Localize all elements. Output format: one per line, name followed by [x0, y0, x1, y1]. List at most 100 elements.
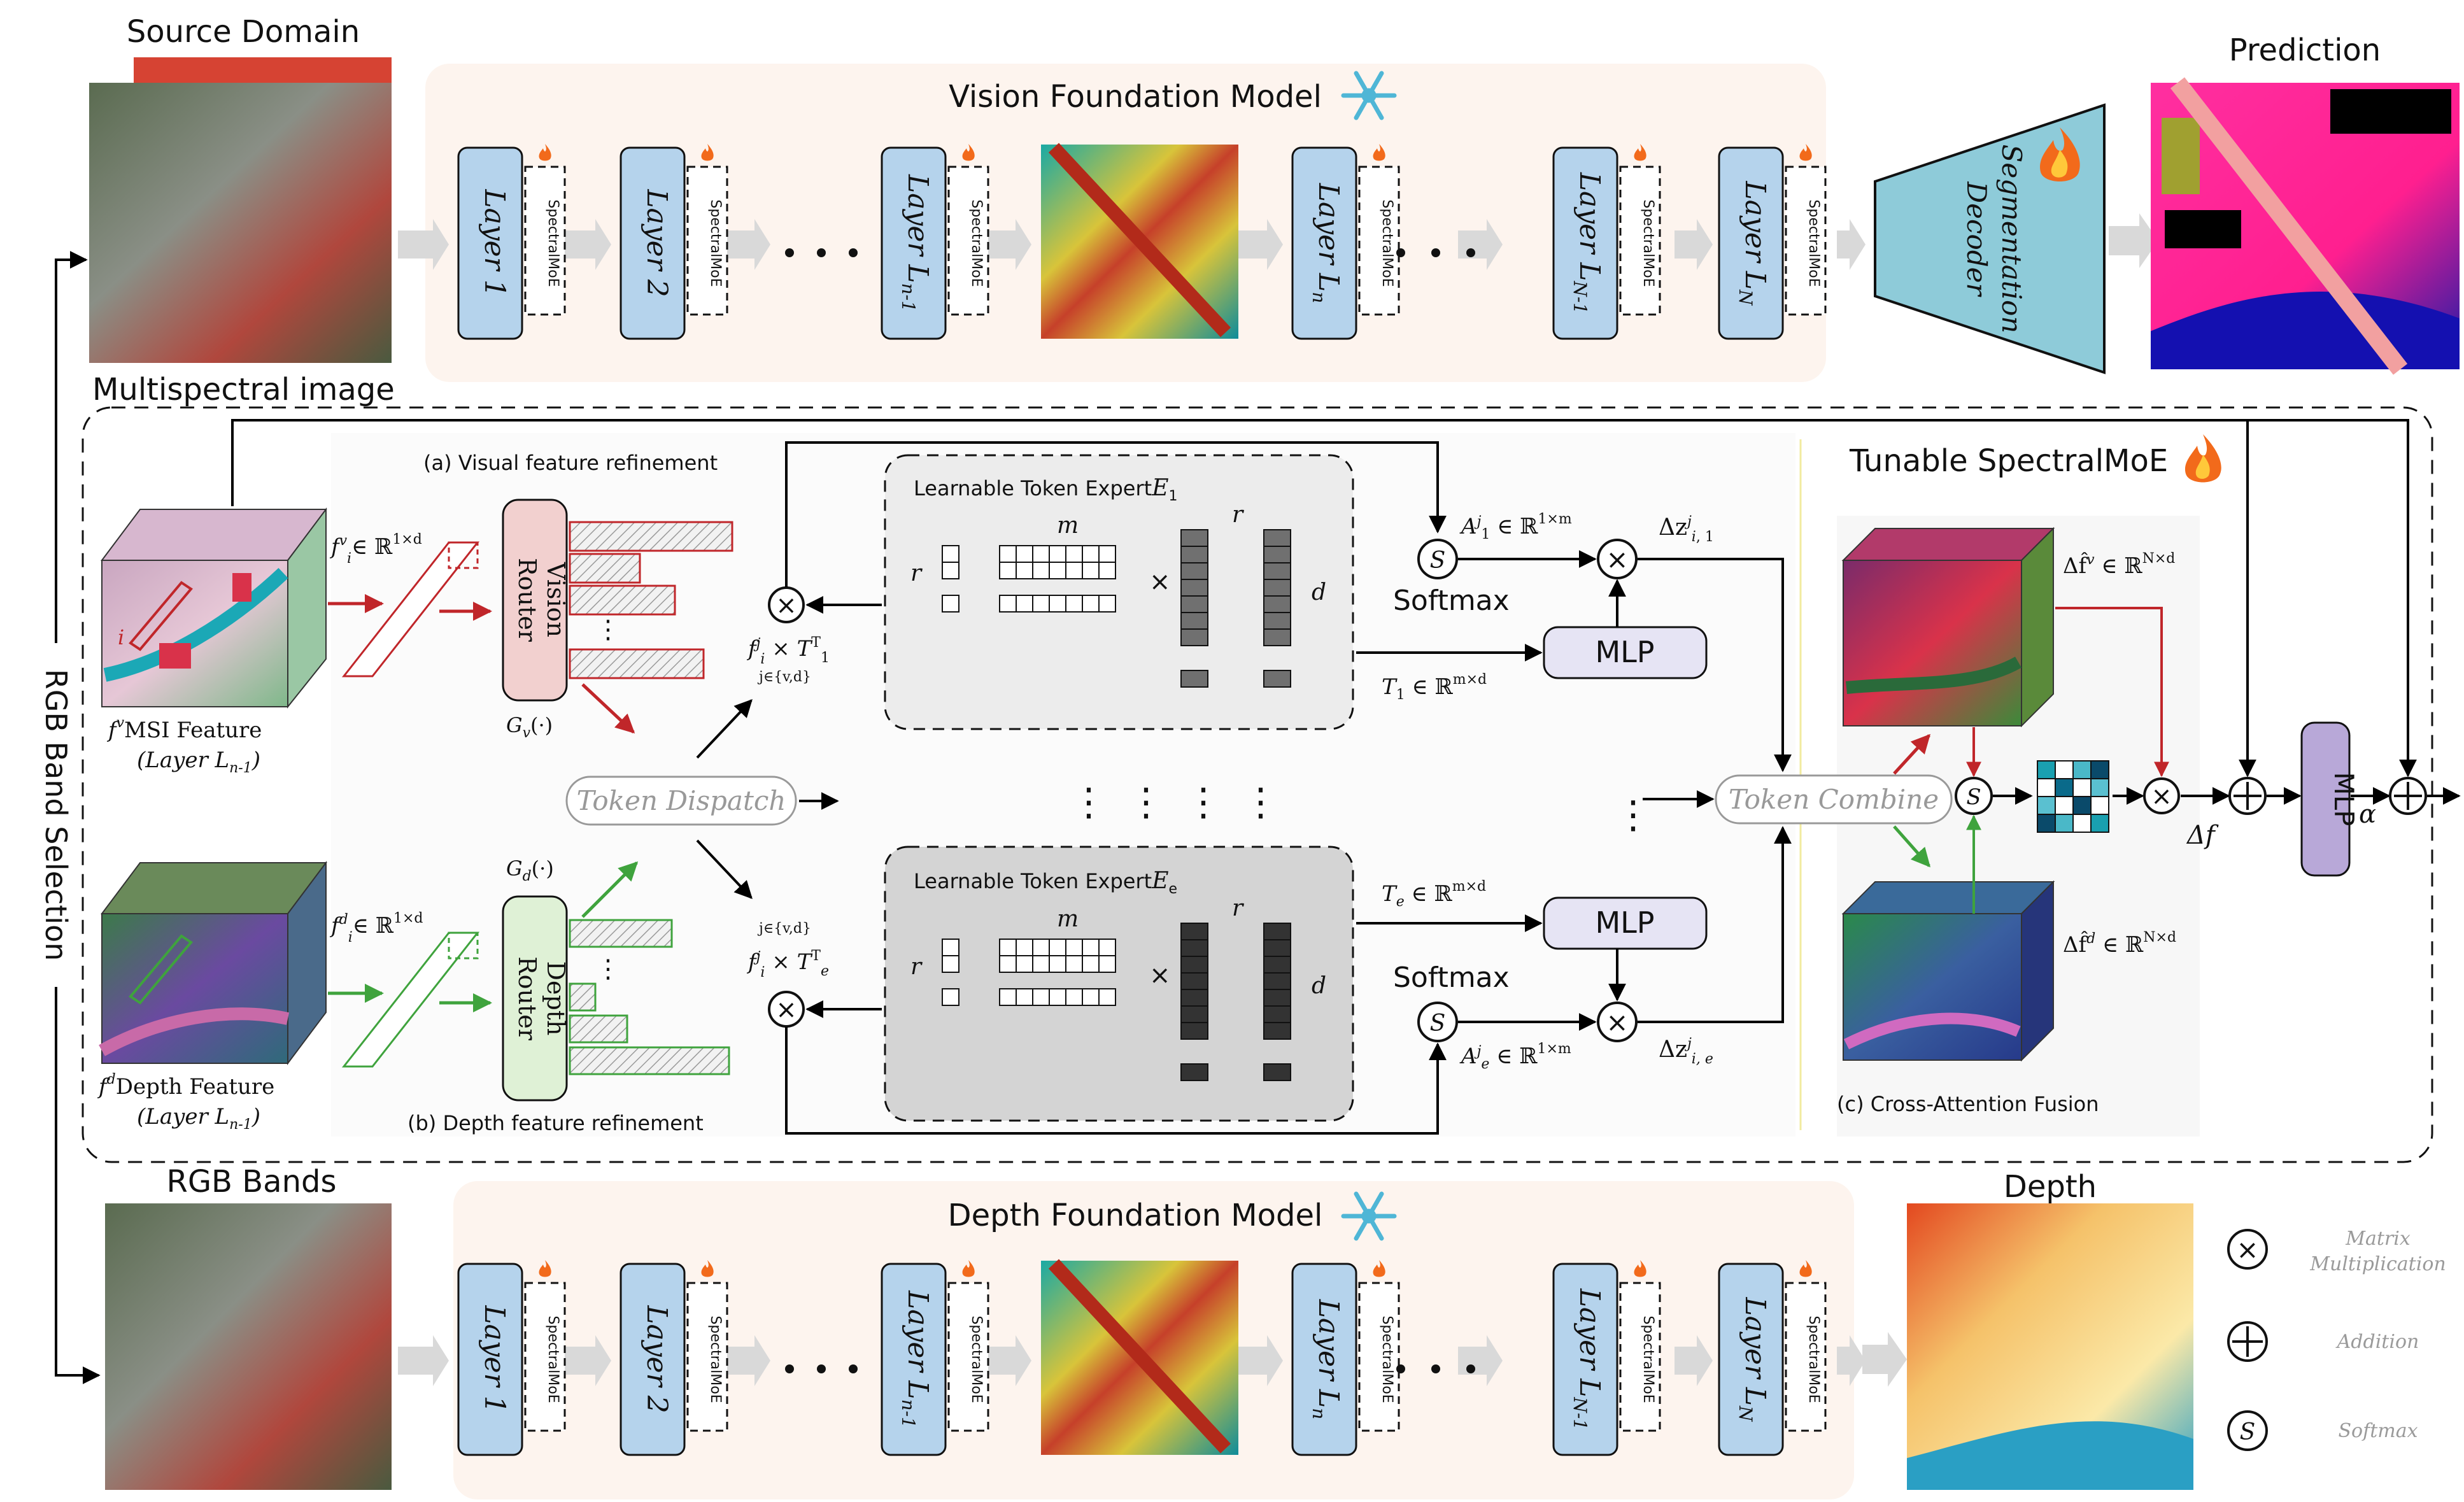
token-cell	[1065, 595, 1083, 613]
token-cell	[1263, 1022, 1291, 1040]
alpha-label: α	[2359, 800, 2376, 829]
legend-softmax-glyph: S	[2240, 1419, 2256, 1445]
decoder-label-2: Decoder	[1961, 181, 1992, 297]
flame-icon	[1634, 1260, 1646, 1277]
fv-label: fvi∈ ℝ1×d	[329, 532, 422, 567]
token-dispatch-label: Token Dispatch	[577, 785, 786, 816]
backbone-layer	[1718, 1263, 1784, 1456]
dim-r-label: r	[1232, 895, 1244, 921]
spectralmoe-adapter	[947, 166, 989, 316]
vision-router-label-1: Vision	[542, 562, 570, 637]
fhat-v-label: Δf̂v ∈ ℝN×d	[2063, 551, 2175, 579]
token-cell	[1180, 595, 1208, 613]
matmul-glyph: ×	[1606, 1007, 1628, 1038]
flow-arrow	[1837, 1335, 1866, 1386]
token-cell	[1180, 628, 1208, 646]
token-cell	[1065, 545, 1083, 563]
token-cell	[1180, 546, 1208, 563]
flow-arrow	[719, 1335, 770, 1386]
residual-line-1	[231, 419, 2256, 777]
matmul-icon	[2143, 777, 2180, 814]
layer-label: Layer Ln	[1308, 183, 1345, 304]
token-cell	[1049, 955, 1066, 973]
caption-a: (a) Visual feature refinement	[423, 451, 718, 475]
ellipsis-dot	[785, 248, 794, 257]
flow-arrow	[1862, 1332, 1907, 1387]
flame-icon	[539, 1260, 551, 1277]
token-cell	[1032, 955, 1050, 973]
decoder-label-1: Segmentation	[1996, 145, 2027, 334]
token-combine	[1715, 774, 1953, 825]
token-cell	[1180, 939, 1208, 957]
flame-icon	[962, 1260, 975, 1277]
dze-label: Δzji, e	[1659, 1036, 1713, 1067]
token-cell	[1065, 955, 1083, 973]
token-cell	[1082, 955, 1100, 973]
caption-b: (b) Depth feature refinement	[407, 1111, 704, 1135]
token-cell	[999, 939, 1017, 956]
layer-label: Layer LN	[1735, 180, 1771, 306]
ellipsis-dot	[849, 248, 858, 257]
token-cell	[1180, 972, 1208, 990]
token-cell	[999, 955, 1017, 973]
token-cell	[942, 595, 959, 613]
flow-arrow	[1458, 1335, 1503, 1386]
depth-router-bars	[569, 919, 730, 1075]
softmax-label-bottom: Softmax	[1393, 961, 1510, 994]
ellipsis-dot	[1396, 248, 1405, 257]
matmul-icon	[1597, 1002, 1638, 1042]
spectralmoe-adapter-label: SpectralMoE	[1640, 199, 1656, 287]
msi-feature-label: fvMSI Feature	[106, 715, 262, 743]
dim-m-label: m	[1057, 906, 1079, 932]
ellipsis-dot	[1431, 248, 1440, 257]
layer-label: Layer 2	[641, 188, 673, 297]
mlp-box-top	[1543, 626, 1708, 679]
flow-arrow	[1675, 219, 1713, 270]
token-cell	[1263, 1005, 1291, 1023]
mlp-label-final: MLP	[2328, 772, 2360, 826]
vision-router-bars	[569, 521, 733, 679]
token-cell	[1263, 529, 1291, 547]
delta-f-label: Δf	[2186, 821, 2219, 850]
bars-ellipsis: ⋮	[595, 954, 621, 984]
jvd-label: j∈{v,d}	[757, 669, 811, 685]
flame-icon	[701, 1260, 714, 1277]
legend-addition-label: Addition	[2335, 1331, 2419, 1353]
rgb-band-selection-label: RGB Band Selection	[39, 669, 73, 961]
dispatch-up-arrow	[696, 698, 753, 759]
heatmap-road	[1048, 1259, 1231, 1454]
softmax-icon	[1955, 777, 1993, 815]
softmax-icon	[1417, 539, 1458, 579]
backbone-layer	[457, 146, 523, 340]
t1-label: T1 ∈ ℝm×d	[1382, 672, 1487, 703]
matmul-icon	[768, 991, 805, 1028]
a1-label: Aj1 ∈ ℝ1×m	[1459, 511, 1572, 542]
layer-label: Layer Ln	[1308, 1299, 1345, 1420]
fusion-cube-depth	[1841, 880, 2055, 1062]
feature-skip-bottom	[785, 1027, 1447, 1135]
token-cell	[1180, 923, 1208, 940]
matmul-glyph: ×	[775, 995, 797, 1024]
spectralmoe-adapter-label: SpectralMoE	[707, 199, 723, 287]
dim-d-label: d	[1312, 973, 1326, 999]
flow-arrow	[1675, 1335, 1713, 1386]
backbone-layer	[881, 1263, 947, 1456]
token-dispatch	[565, 776, 797, 826]
spectralmoe-adapter-label: SpectralMoE	[968, 1315, 984, 1403]
token-cell	[942, 545, 959, 563]
spectralmoe-adapter-label: SpectralMoE	[968, 199, 984, 287]
flow-arrow	[557, 1335, 611, 1386]
spectralmoe-adapter	[1785, 1282, 1827, 1432]
heatmap-road	[1048, 143, 1231, 337]
spectralmoe-adapter	[686, 166, 728, 316]
legend-matmul-label-1: Matrix	[2345, 1228, 2411, 1250]
token-cell	[1082, 562, 1100, 579]
caption-c: (c) Cross-Attention Fusion	[1837, 1092, 2099, 1116]
layer-label: Layer LN-1	[1569, 1288, 1606, 1430]
dfm-title: Depth Foundation Model	[948, 1198, 1323, 1233]
prediction-patch	[2165, 210, 2241, 248]
backbone-layer	[1291, 146, 1357, 340]
token-cell	[1098, 545, 1116, 563]
prediction-patch	[2162, 118, 2200, 194]
flame-icon	[962, 144, 975, 161]
